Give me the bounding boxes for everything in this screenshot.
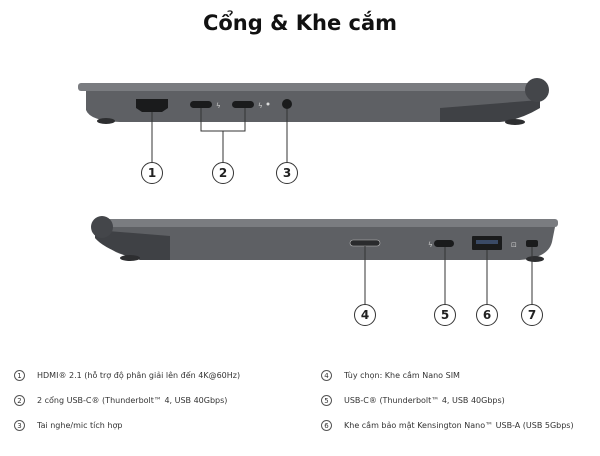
legend-number: 5 bbox=[321, 395, 332, 406]
legend-item: 5 USB-C® (Thunderbolt™ 4, USB 40Gbps) bbox=[321, 395, 505, 406]
laptop-right-side: ϟ ⊡ bbox=[91, 216, 558, 262]
svg-text:ϟ: ϟ bbox=[428, 241, 433, 249]
usb-c-port bbox=[190, 101, 212, 108]
legend-number: 2 bbox=[14, 395, 25, 406]
audio-jack bbox=[282, 99, 292, 109]
callout-1: 1 bbox=[141, 162, 163, 184]
legend-text: 2 cổng USB-C® (Thunderbolt™ 4, USB 40Gbp… bbox=[37, 396, 228, 405]
laptop-left-side: ϟ ϟ bbox=[78, 78, 549, 125]
legend-item: 2 2 cổng USB-C® (Thunderbolt™ 4, USB 40G… bbox=[14, 395, 227, 406]
legend-text: Khe cắm bảo mật Kensington Nano™ USB-A (… bbox=[344, 421, 574, 430]
legend-text: Tai nghe/mic tích hợp bbox=[37, 421, 123, 430]
legend-number: 6 bbox=[321, 420, 332, 431]
page-title: Cổng & Khe cắm bbox=[202, 11, 398, 35]
callout-7: 7 bbox=[521, 304, 543, 326]
legend-item: 1 HDMI® 2.1 (hỗ trợ độ phân giải lên đến… bbox=[14, 370, 240, 381]
usb-c-port bbox=[232, 101, 254, 108]
usb-c-port bbox=[434, 240, 454, 247]
svg-text:ϟ: ϟ bbox=[216, 102, 221, 110]
legend-text: USB-C® (Thunderbolt™ 4, USB 40Gbps) bbox=[344, 396, 505, 405]
legend-item: 6 Khe cắm bảo mật Kensington Nano™ USB-A… bbox=[321, 420, 574, 431]
callout-5: 5 bbox=[434, 304, 456, 326]
legend-number: 4 bbox=[321, 370, 332, 381]
legend-item: 4 Tùy chọn: Khe cắm Nano SIM bbox=[321, 370, 460, 381]
legend-text: HDMI® 2.1 (hỗ trợ độ phân giải lên đến 4… bbox=[37, 371, 241, 380]
callout-6: 6 bbox=[476, 304, 498, 326]
legend-number: 3 bbox=[14, 420, 25, 431]
kensington-lock-slot bbox=[526, 240, 538, 247]
legend-text: Tùy chọn: Khe cắm Nano SIM bbox=[344, 371, 460, 380]
callout-3: 3 bbox=[276, 162, 298, 184]
nano-sim-slot bbox=[349, 239, 381, 247]
svg-text:ϟ: ϟ bbox=[258, 102, 263, 110]
hdmi-port bbox=[136, 99, 168, 112]
callout-2: 2 bbox=[212, 162, 234, 184]
legend-item: 3 Tai nghe/mic tích hợp bbox=[14, 420, 122, 431]
callout-4: 4 bbox=[354, 304, 376, 326]
legend-number: 1 bbox=[14, 370, 25, 381]
svg-text:⊡: ⊡ bbox=[511, 241, 517, 249]
